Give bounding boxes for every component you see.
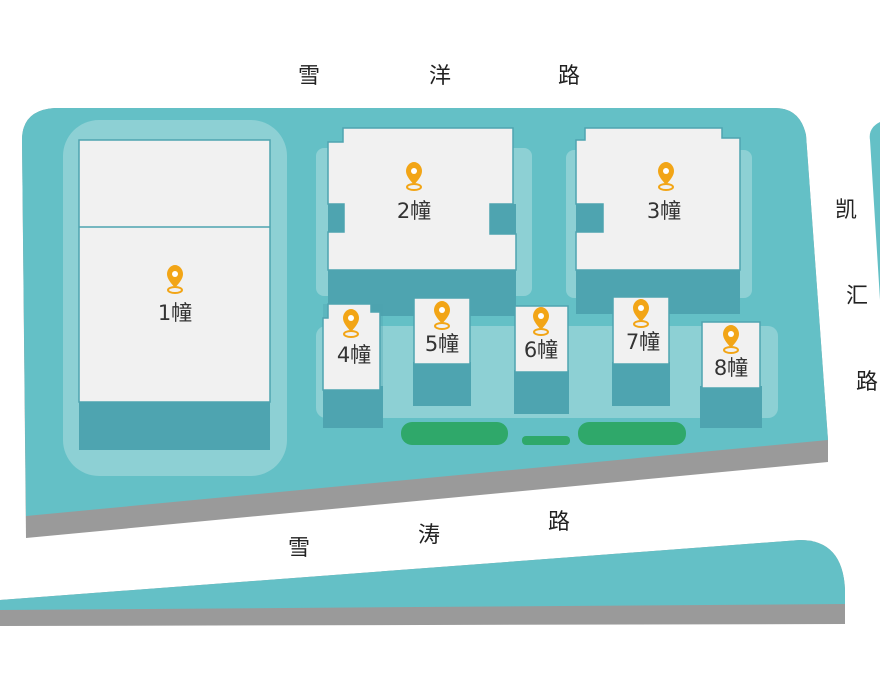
road-label-bottom-2: 涛 (418, 523, 441, 548)
road-label-top-3: 路 (558, 64, 581, 89)
road-label-right-3: 路 (856, 370, 879, 395)
building-1-label: 1幢 (158, 301, 192, 325)
road-label-right-2: 汇 (846, 284, 869, 309)
road-label-top-2: 洋 (429, 64, 452, 89)
building-5[interactable]: 5幢 (413, 297, 471, 406)
building-8-label: 8幢 (714, 356, 748, 380)
right-edge-block (869, 122, 880, 300)
building-3-label: 3幢 (647, 199, 681, 223)
road-label-bottom-1: 雪 (288, 536, 311, 561)
building-4[interactable]: 4幢 (322, 303, 383, 428)
building-7[interactable]: 7幢 (612, 296, 670, 406)
green-belt-right (578, 422, 686, 445)
building-8[interactable]: 8幢 (700, 321, 762, 428)
building-7-label: 7幢 (626, 330, 660, 354)
green-belt-mid (522, 436, 570, 445)
building-1[interactable]: 1幢 (78, 139, 271, 450)
building-4-label: 4幢 (337, 343, 371, 367)
road-label-top-1: 雪 (298, 64, 321, 89)
building-6[interactable]: 6幢 (514, 305, 569, 414)
road-label-bottom-3: 路 (548, 510, 571, 535)
building-2-label: 2幢 (397, 199, 431, 223)
bottom-strip (0, 540, 845, 610)
road-label-right-1: 凯 (835, 198, 858, 223)
green-belt-left (401, 422, 508, 445)
building-2[interactable]: 2幢 (327, 127, 517, 316)
building-3[interactable]: 3幢 (575, 127, 741, 314)
building-6-label: 6幢 (524, 338, 558, 362)
building-5-label: 5幢 (425, 332, 459, 356)
